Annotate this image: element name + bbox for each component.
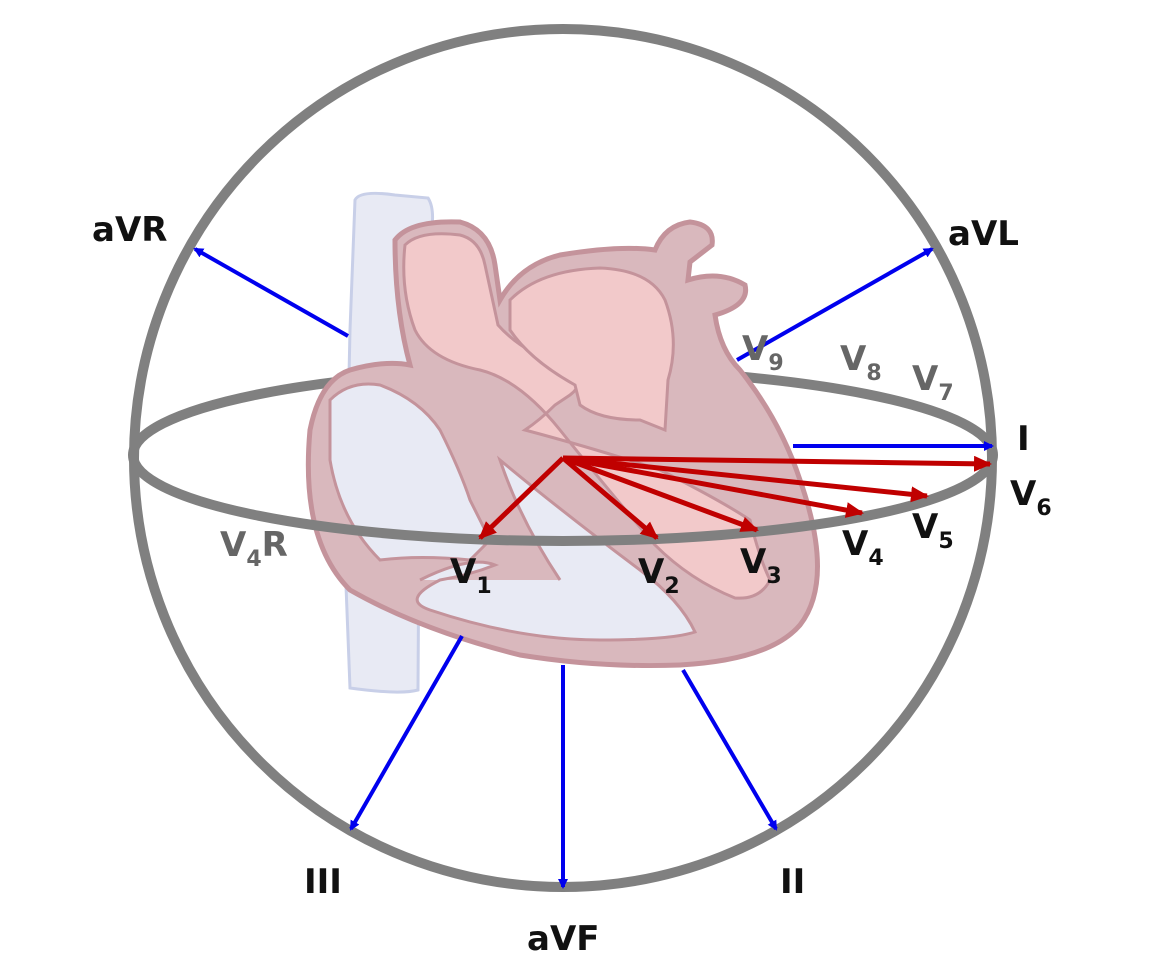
heart	[305, 219, 820, 669]
arrow-II	[681, 668, 778, 831]
label-V1: V1	[450, 552, 492, 599]
arrow-aVR	[193, 247, 349, 338]
label-V9: V9	[742, 329, 784, 376]
label-V3: V3	[740, 542, 782, 589]
arrow-aVL	[736, 247, 934, 362]
label-V4: V4	[842, 524, 884, 571]
label-V5: V5	[912, 507, 954, 554]
label-aVR: aVR	[92, 210, 167, 250]
horizontal-plane-ellipse-front	[128, 454, 998, 546]
arrow-V3	[562, 455, 759, 533]
arrow-V1	[478, 456, 565, 540]
label-V8: V8	[840, 339, 882, 386]
arrow-III	[349, 635, 464, 831]
arrow-V2	[561, 456, 659, 540]
label-II: II	[780, 862, 805, 902]
label-aVF: aVF	[527, 919, 599, 959]
arrow-V5	[562, 455, 929, 503]
label-V7: V7	[912, 359, 954, 406]
label-I: I	[1017, 419, 1030, 459]
label-III: III	[304, 862, 342, 902]
label-V2: V2	[638, 552, 680, 599]
label-aVL: aVL	[948, 214, 1019, 254]
label-V4R: V4R	[220, 525, 288, 572]
arrow-V4	[562, 455, 864, 518]
arrow-V6	[562, 455, 992, 472]
label-V6: V6	[1010, 474, 1052, 521]
